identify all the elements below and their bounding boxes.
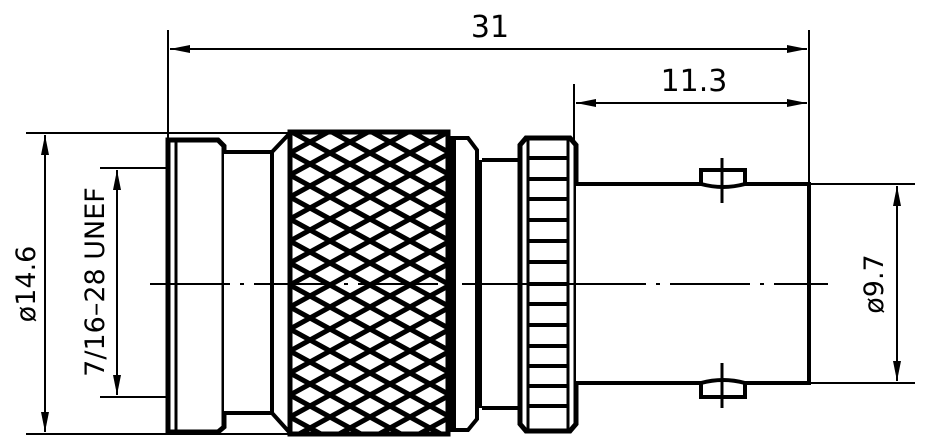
connector-body — [165, 129, 811, 437]
dimension-outer-diameter: ø14.6 — [11, 132, 290, 435]
bayonet-pin-top — [699, 158, 747, 203]
bnc-barrel-length-label: 11.3 — [661, 64, 728, 99]
bayonet-pin-bottom — [699, 363, 747, 408]
dimension-bnc-diameter: ø9.7 — [809, 183, 915, 384]
outer-diameter-label: ø14.6 — [11, 246, 42, 323]
overall-length-label: 31 — [471, 10, 509, 45]
left-neck — [224, 150, 274, 415]
ring-slots — [528, 156, 568, 408]
thread-spec-label: 7/16–28 UNEF — [80, 187, 111, 377]
dimension-overall-length: 31 — [167, 10, 810, 185]
dimension-thread: 7/16–28 UNEF — [80, 167, 166, 398]
bnc-diameter-label: ø9.7 — [859, 254, 890, 313]
dimension-bnc-barrel-length: 11.3 — [573, 64, 807, 140]
left-flange — [165, 137, 227, 435]
